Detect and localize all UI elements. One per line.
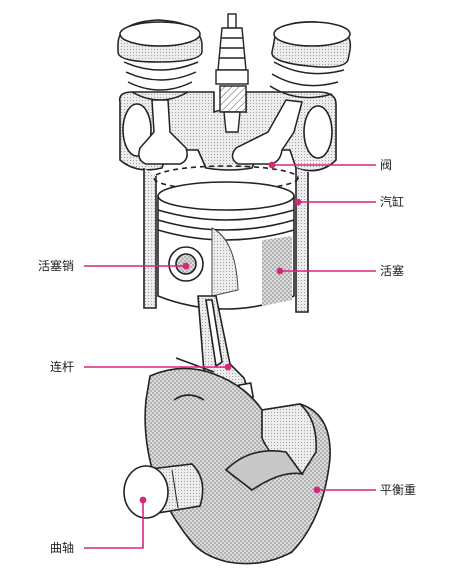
left-valve-spring [117,19,203,165]
label-piston: 活塞 [380,264,405,278]
label-connecting-rod: 连杆 [50,360,75,374]
crankshaft [144,367,331,565]
leader-lines [84,161,376,549]
piston [157,181,295,310]
label-counterweight: 平衡重 [380,483,417,497]
label-crankshaft: 曲轴 [50,541,75,555]
crank-journal [123,463,204,519]
label-valve: 阀 [380,158,393,172]
label-wrist-pin: 活塞销 [38,259,75,273]
label-cylinder: 汽缸 [380,195,405,209]
spark-plug [215,13,249,133]
right-valve-spring [231,21,352,165]
